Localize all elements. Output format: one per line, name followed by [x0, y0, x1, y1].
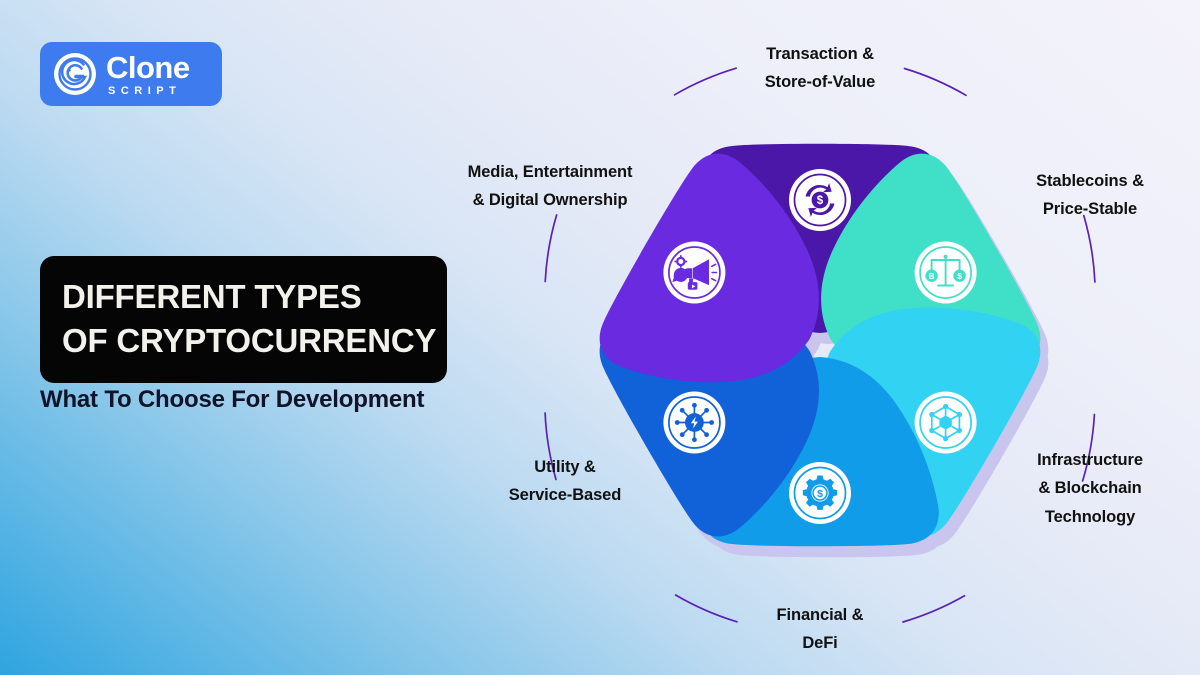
label-financial-defi: Financial & DeFi: [700, 601, 940, 658]
lightning-bolt-glyph: [690, 416, 698, 429]
arc-segment-2: [903, 67, 967, 97]
blockchain-cube-network-icon: [929, 403, 962, 442]
wheel-segment-infrastructure-blockchain[interactable]: [771, 248, 1054, 549]
brand-tagline: SCRIPT: [108, 84, 182, 97]
label-line: Financial &: [776, 606, 864, 624]
segment-icon-badge-infrastructure: [914, 391, 977, 454]
svg-text:$: $: [957, 271, 962, 281]
label-line: Price-Stable: [1042, 200, 1138, 219]
clone-spiral-c-icon: [54, 53, 96, 95]
arc-segment-3: [1082, 214, 1096, 283]
scale-pan-bitcoin: B: [925, 269, 938, 282]
gear-dollar-icon: $: [802, 475, 838, 510]
wheel-segment-utility-service-based[interactable]: [586, 248, 869, 549]
label-line: & Blockchain: [1038, 479, 1142, 498]
label-line: Service-Based: [508, 486, 622, 505]
svg-text:B: B: [929, 272, 935, 281]
segment-icon-badge-utility: [663, 391, 726, 454]
brand-logo[interactable]: Clone SCRIPT: [40, 42, 222, 106]
wheel-segment-transaction-store-of-value[interactable]: $: [701, 143, 939, 333]
label-utility-service-based: Utility & Service-Based: [455, 453, 675, 510]
label-line: Stablecoins &: [1036, 172, 1144, 190]
wheel-segment-media-entertainment[interactable]: [586, 141, 869, 442]
network-node-dots: [674, 402, 714, 443]
arc-segment-6: [674, 594, 738, 623]
segment-icon-badge-financial: $: [789, 462, 851, 524]
arc-segment-1: [673, 67, 738, 96]
balance-scale-bitcoin-dollar-icon: [930, 254, 961, 287]
arc-segment-4: [1081, 413, 1096, 482]
page-title: DIFFERENT TYPES OF CRYPTOCURRENCY: [40, 256, 447, 383]
media-gear-accent: [674, 255, 688, 268]
wheel-segment-stablecoins-price-stable[interactable]: B $: [771, 141, 1054, 442]
arc-segment-8: [544, 214, 558, 283]
label-line: Store-of-Value: [764, 73, 876, 92]
page-subtitle: What To Choose For Development: [40, 386, 425, 413]
label-media-entertainment-digital-ownership: Media, Entertainment & Digital Ownership: [420, 158, 680, 215]
currency-exchange-dollar-icon: $: [805, 183, 835, 217]
arc-segment-7: [544, 412, 557, 481]
page-title-line-1: DIFFERENT TYPES: [62, 278, 362, 315]
page-title-line-2: OF CRYPTOCURRENCY: [62, 321, 437, 359]
segment-icon-badge-transaction: $: [789, 169, 851, 231]
megaphone-media-icon: [672, 255, 718, 290]
brand-name: Clone: [106, 49, 190, 85]
scale-pan-dollar: $: [953, 269, 966, 282]
label-line: Transaction &: [766, 45, 874, 63]
wheel-segment-financial-defi[interactable]: $: [701, 357, 939, 547]
brand-logo-text: Clone SCRIPT: [106, 52, 190, 97]
svg-text:$: $: [817, 195, 824, 207]
label-line: Technology: [1044, 507, 1136, 526]
label-line: Infrastructure: [1037, 451, 1143, 469]
segment-icon-badge-media: [663, 241, 726, 304]
arc-segment-5: [902, 594, 966, 623]
svg-text:$: $: [817, 488, 823, 500]
label-line: DeFi: [802, 634, 838, 653]
label-infrastructure-blockchain-technology: Infrastructure & Blockchain Technology: [980, 446, 1200, 531]
label-stablecoins-price-stable: Stablecoins & Price-Stable: [980, 167, 1200, 224]
label-line: & Digital Ownership: [472, 191, 628, 210]
label-line: Media, Entertainment: [467, 163, 633, 181]
label-transaction-store-of-value: Transaction & Store-of-Value: [700, 40, 940, 97]
cryptocurrency-types-wheel: $: [468, 0, 1200, 675]
segment-icon-badge-stablecoins: B $: [914, 241, 977, 304]
wheel-outer-arc: [544, 67, 1096, 623]
label-line: Utility &: [534, 458, 596, 476]
